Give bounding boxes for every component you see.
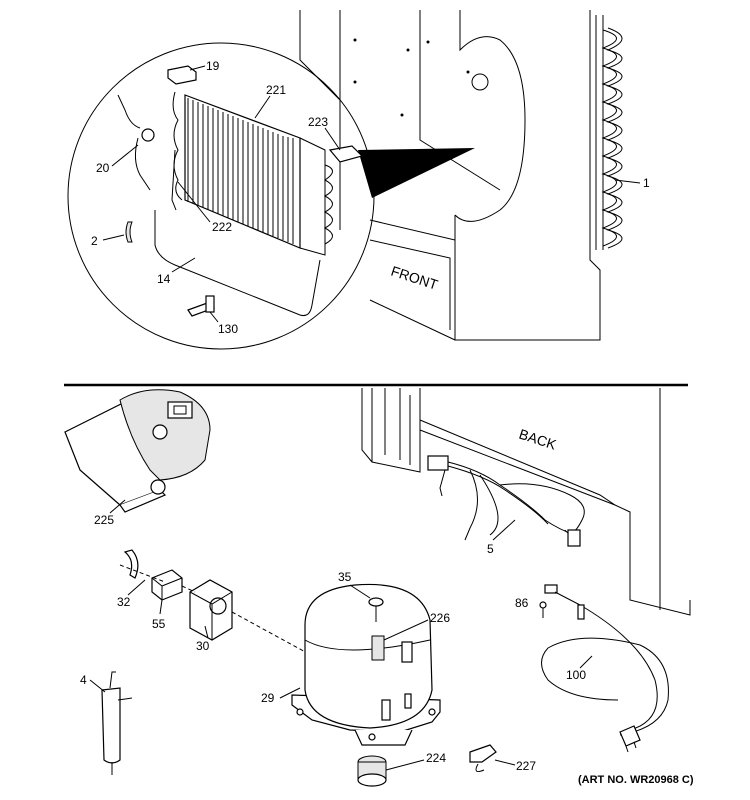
callout-55: 55 [152,617,166,631]
callout-4: 4 [80,673,87,687]
art-number: (ART NO. WR20968 C) [578,774,694,786]
assembly-dashed-line [119,564,321,661]
part-225-drain-pan [64,389,211,513]
part-100-power-cord [541,584,669,753]
part-86-screw [539,601,547,618]
callout-35: 35 [338,570,352,584]
callout-20: 20 [96,161,110,175]
callout-225: 225 [94,513,114,527]
part-226-grommet [371,635,385,661]
part-224-mount [357,755,387,787]
callout-130: 130 [218,322,238,336]
callout-221: 221 [266,83,286,97]
part-35-screw [368,597,384,622]
part-32-clip [123,549,139,579]
part-30-overload [189,579,233,641]
part-2-clip [125,221,133,243]
view-pointer-wedge [358,148,475,198]
part-20-defrost-thermostat [117,94,155,191]
part-29-compressor [291,583,441,746]
part-223-bracket [328,145,364,163]
part-5-wire-harness [427,455,585,547]
part-130-fastener [187,295,215,317]
callout-226: 226 [430,611,450,625]
cabinet-outline [299,10,601,341]
callout-19: 19 [206,59,220,73]
callout-29: 29 [261,691,275,705]
callout-100: 100 [566,668,586,682]
callout-5: 5 [487,542,494,556]
callouts-upper: 19 221 223 20 222 2 14 130 1 [91,59,650,336]
evaporator [172,91,333,256]
part-227-clamp [469,744,497,772]
callout-227: 227 [516,759,536,773]
callout-32: 32 [117,595,131,609]
callout-223: 223 [308,115,328,129]
callout-224: 224 [426,751,446,765]
front-label: FRONT [389,263,440,293]
cabinet-back-outline [361,388,691,616]
callout-1: 1 [643,176,650,190]
part-14-defrost-heater [154,210,321,316]
callout-86: 86 [515,596,529,610]
part-19-clip [167,65,197,85]
condenser-coil [595,15,623,250]
callout-30: 30 [196,639,210,653]
part-55-relay [151,569,183,601]
part-4-drier [101,671,133,775]
part-222-heater-lead [171,149,177,211]
detail-magnifier-circle [67,42,375,350]
back-label: BACK [517,426,559,453]
callout-222: 222 [212,220,232,234]
callout-14: 14 [157,272,171,286]
callout-2: 2 [91,234,98,248]
